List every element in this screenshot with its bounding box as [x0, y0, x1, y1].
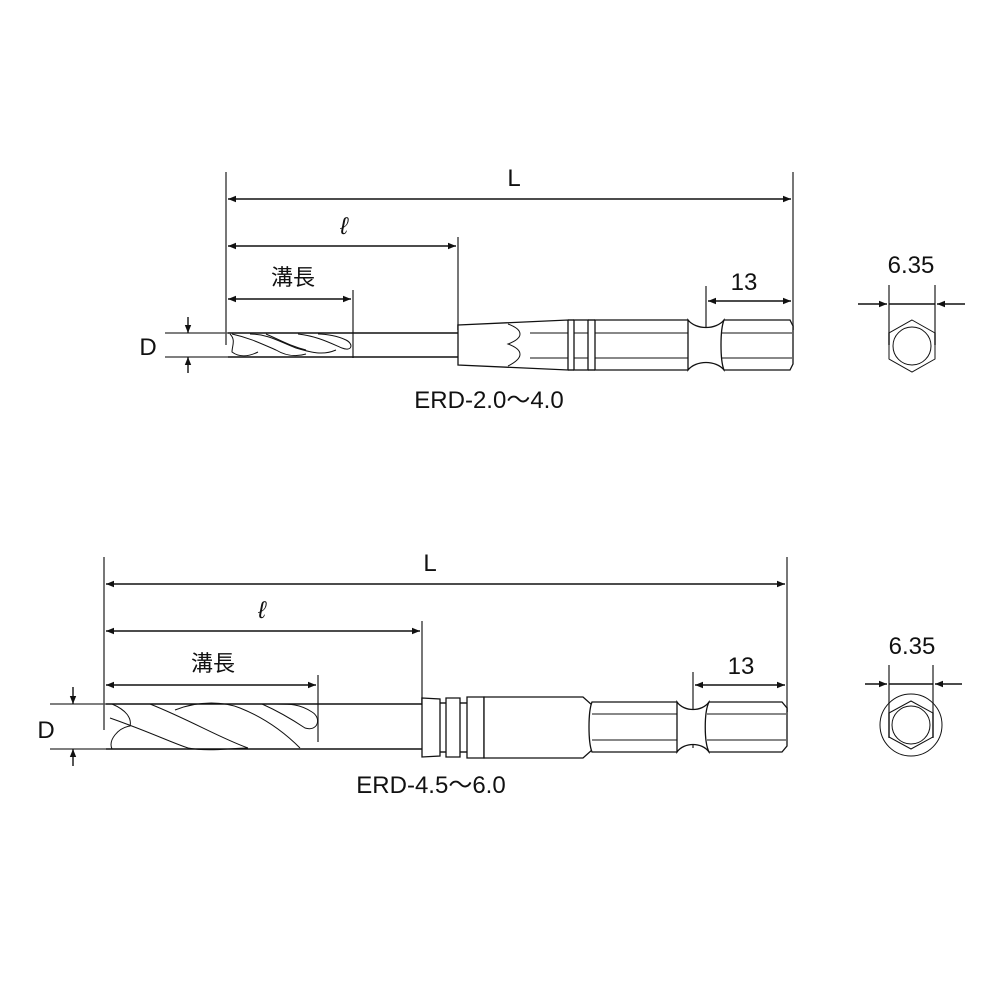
shank-taper: [457, 319, 569, 371]
label-D: D: [37, 717, 54, 744]
neck-groove: [676, 699, 710, 755]
label-hex-width: 6.35: [889, 633, 936, 660]
hex-shank: [588, 701, 682, 753]
model-label: ERD-2.0～4.0: [414, 387, 563, 414]
end-view-large: 6.35: [865, 633, 962, 757]
sleeve: [483, 696, 593, 759]
label-flute-length: 溝長: [271, 266, 315, 291]
collar-ring: [573, 319, 589, 371]
label-flute-length: 溝長: [191, 652, 235, 677]
label-hex-width: 6.35: [888, 252, 935, 279]
drill-diagram-small: L ℓ 溝長 13 D: [139, 165, 965, 414]
hex-end: [704, 701, 788, 753]
shank-circle: [891, 705, 931, 745]
hex-end: [720, 319, 794, 371]
hex-outline: [888, 700, 934, 750]
sleeve-circle: [879, 693, 943, 757]
label-l: ℓ: [339, 213, 349, 240]
flute-spiral: [229, 333, 352, 357]
shank-circle: [892, 326, 932, 366]
label-l: ℓ: [257, 597, 267, 624]
drill-diagram-large: L ℓ 溝長 13 D: [37, 550, 962, 799]
collar-ring: [421, 697, 441, 758]
label-L: L: [507, 165, 520, 192]
label-D: D: [139, 334, 156, 361]
hex-shank: [594, 319, 692, 371]
end-view-small: 6.35: [858, 252, 965, 373]
model-label: ERD-4.5～6.0: [356, 772, 505, 799]
label-L: L: [423, 550, 436, 577]
neck-groove: [687, 318, 725, 372]
label-hex-length: 13: [728, 653, 755, 680]
flute-spiral: [109, 702, 319, 751]
hex-outline: [888, 319, 936, 373]
label-hex-length: 13: [731, 269, 758, 296]
